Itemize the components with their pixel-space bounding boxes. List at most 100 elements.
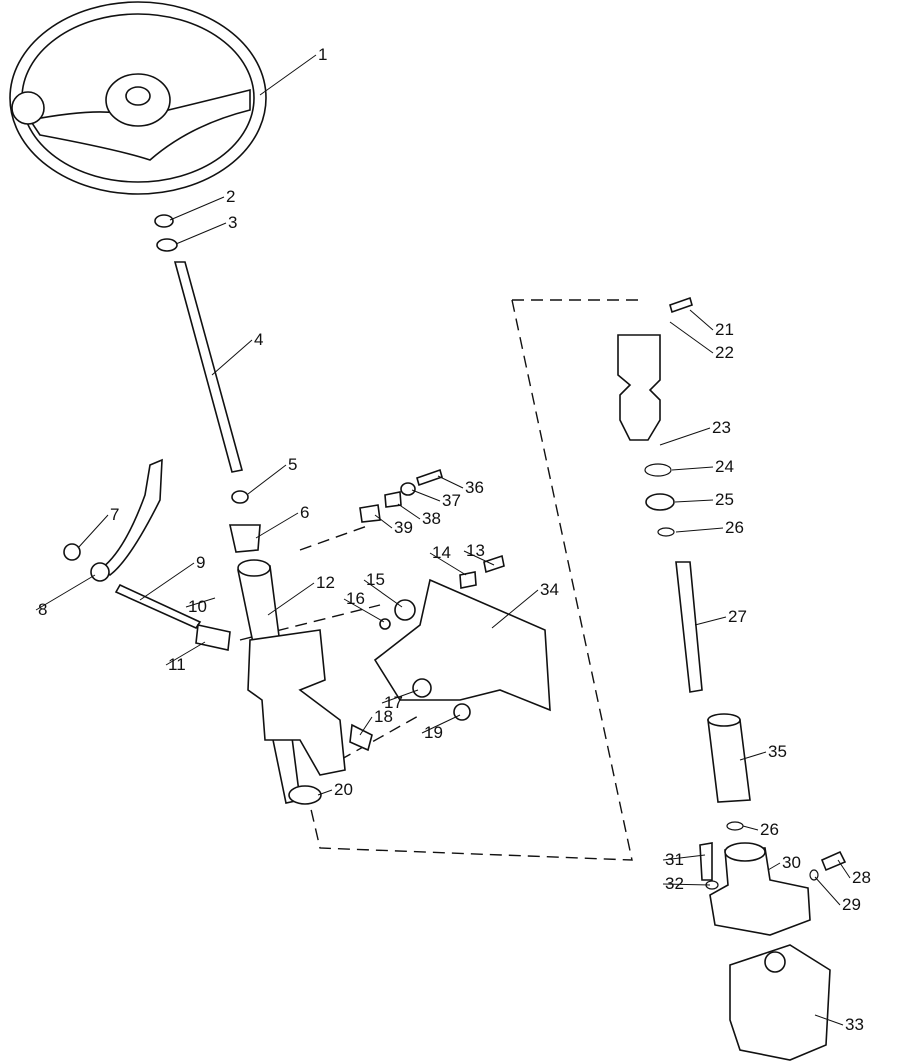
leader-line <box>671 466 714 471</box>
leader-line <box>694 616 727 626</box>
callout-number: 32 <box>665 874 684 893</box>
leader-line <box>139 562 195 601</box>
leader-line <box>77 514 109 549</box>
leader-line <box>437 475 464 489</box>
leader-line <box>363 579 403 608</box>
leader-line <box>429 552 467 576</box>
sleeve-tube <box>707 719 751 803</box>
leader-line <box>343 598 385 623</box>
callout-number: 6 <box>300 503 309 522</box>
leader-line <box>185 597 216 608</box>
washer <box>156 238 178 252</box>
callout-number: 38 <box>422 509 441 528</box>
callout-number: 17 <box>384 693 403 712</box>
leader-line <box>374 514 393 529</box>
leader-line <box>211 339 253 376</box>
pivot-bolt <box>349 723 373 752</box>
bushing <box>231 490 249 504</box>
callout-number: 15 <box>366 570 385 589</box>
callout-number: 7 <box>110 505 119 524</box>
callout-number: 36 <box>465 478 484 497</box>
callout-number: 22 <box>715 343 734 362</box>
callout-number: 27 <box>728 607 747 626</box>
leader-line <box>674 499 714 503</box>
leader-line <box>35 574 96 611</box>
callout-number: 3 <box>228 213 237 232</box>
leader-line <box>662 883 711 886</box>
leader-line <box>689 309 714 331</box>
column-bracket <box>247 629 346 776</box>
callout-number: 9 <box>196 553 205 572</box>
callout-number: 26 <box>760 820 779 839</box>
leader-line <box>675 527 724 533</box>
leader-line <box>659 427 711 446</box>
callout-number: 13 <box>466 541 485 560</box>
leader-line <box>662 854 706 861</box>
snap-ring <box>644 463 672 477</box>
callout-number: 34 <box>540 580 559 599</box>
callout-number: 29 <box>842 895 861 914</box>
bearing <box>229 524 261 553</box>
tilt-lever <box>100 458 163 577</box>
callout-number: 28 <box>852 868 871 887</box>
leader-line <box>463 550 495 566</box>
bolt <box>669 296 693 314</box>
leader-line <box>381 689 419 704</box>
callout-number: 39 <box>394 518 413 537</box>
steering-unit <box>729 944 831 1061</box>
leader-line <box>421 714 461 734</box>
callout-number: 14 <box>432 543 451 562</box>
leader-line <box>411 489 441 502</box>
callout-number: 18 <box>374 707 393 726</box>
callout-number: 11 <box>168 655 186 674</box>
lower-shaft <box>675 561 703 693</box>
callout-number: 20 <box>334 780 353 799</box>
callout-number: 33 <box>845 1015 864 1034</box>
leader-line <box>259 54 317 96</box>
callout-labels: 1234567891011121314151617181920212223242… <box>35 45 871 1034</box>
callout-number: 1 <box>318 45 327 64</box>
callout-number: 37 <box>442 491 461 510</box>
leader-line <box>255 512 299 539</box>
steering-wheel <box>9 1 267 195</box>
callout-number: 12 <box>316 573 335 592</box>
callout-number: 31 <box>665 850 684 869</box>
assembly-dashed-lines <box>239 299 640 861</box>
leader-line <box>491 589 539 629</box>
leader-line <box>175 222 227 245</box>
nut <box>154 214 174 228</box>
leader-line <box>359 716 373 736</box>
leader-line <box>267 582 315 616</box>
callout-number: 2 <box>226 187 235 206</box>
mounting-plate <box>373 578 551 712</box>
callout-number: 4 <box>254 330 263 349</box>
callout-number: 21 <box>715 320 734 339</box>
callout-number: 5 <box>288 455 297 474</box>
seal-ring <box>288 785 322 805</box>
leader-line <box>767 862 781 871</box>
steering-shaft <box>173 261 243 473</box>
callout-number: 24 <box>715 457 734 476</box>
leader-line <box>742 825 759 831</box>
leader-line <box>165 641 206 666</box>
sleeve <box>195 624 231 651</box>
callout-number: 16 <box>346 589 365 608</box>
leader-line <box>814 876 841 906</box>
callout-number: 35 <box>768 742 787 761</box>
callout-number: 23 <box>712 418 731 437</box>
leader-line <box>247 464 287 495</box>
callout-number: 25 <box>715 490 734 509</box>
leader-line <box>397 503 421 520</box>
bearing-right <box>645 493 675 511</box>
lever-rod <box>114 583 202 630</box>
leader-line <box>837 859 851 879</box>
universal-joint <box>617 334 661 441</box>
leader-line <box>169 196 225 221</box>
callout-number: 10 <box>188 597 207 616</box>
callout-number: 8 <box>38 600 47 619</box>
leader-line <box>814 1014 844 1026</box>
leader-line <box>669 321 714 354</box>
support-housing <box>709 847 811 936</box>
leader-line <box>739 751 767 761</box>
